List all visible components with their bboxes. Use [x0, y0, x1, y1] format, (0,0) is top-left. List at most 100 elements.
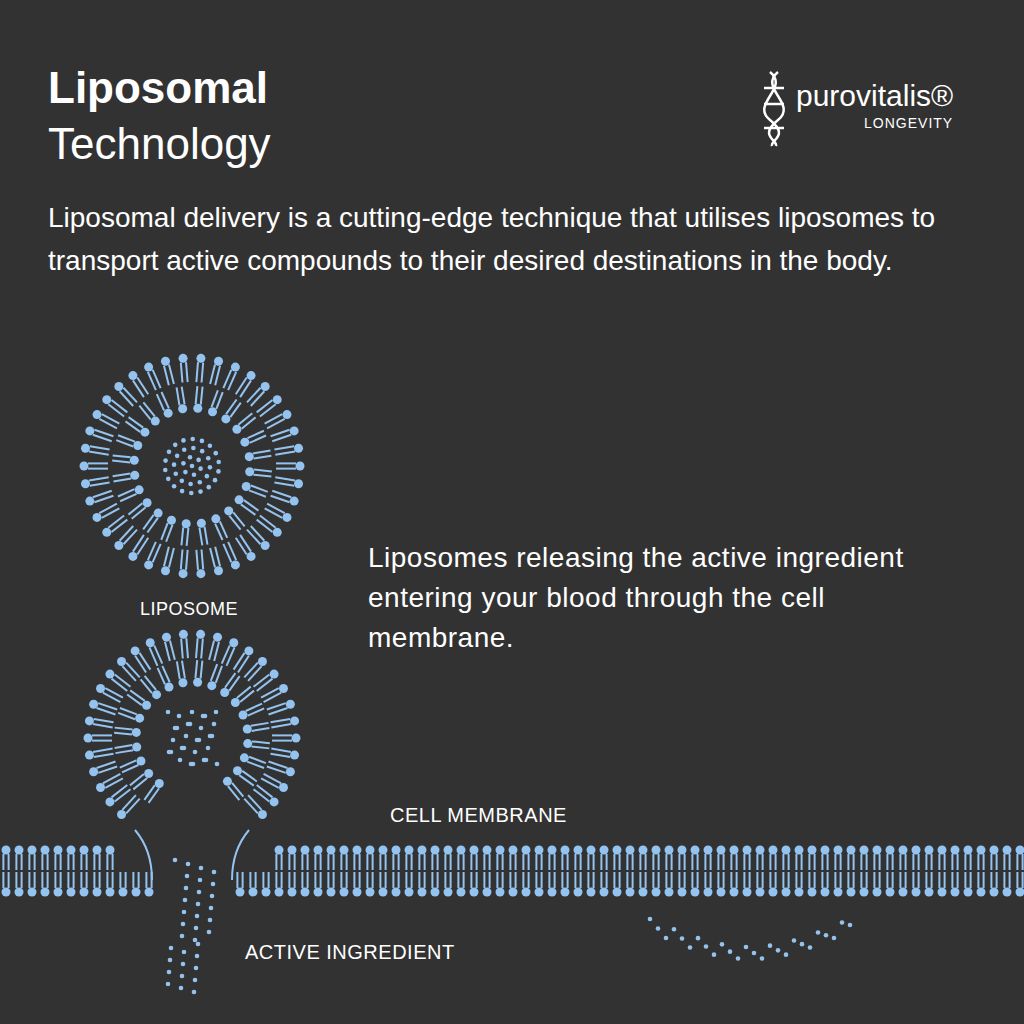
lipid-part — [261, 382, 270, 391]
lipid-part — [85, 751, 94, 760]
lipid-part — [528, 872, 530, 888]
lipid-part — [292, 734, 301, 743]
lipid-part — [925, 872, 927, 888]
lipid-part — [489, 854, 491, 870]
lipid-part — [172, 484, 177, 489]
lipid-part — [60, 854, 62, 870]
lipid-part — [776, 948, 781, 953]
lipid-part — [112, 520, 128, 532]
lipid-part — [180, 489, 185, 494]
lipid-part — [314, 888, 323, 897]
lipid-part — [977, 872, 979, 888]
lipid-part — [808, 854, 810, 870]
lipid-part — [184, 886, 189, 891]
lipid-part — [234, 653, 245, 670]
lipid-part — [626, 846, 635, 855]
lipid-part — [431, 872, 433, 888]
lipid-part — [126, 421, 141, 432]
lipid-part — [214, 710, 219, 715]
lipid-part — [541, 872, 543, 888]
lipid-part — [115, 728, 133, 730]
lipid-part — [123, 530, 137, 545]
lipid-part — [860, 854, 862, 870]
lipid-part — [236, 538, 247, 555]
lipid-part — [254, 789, 270, 801]
lipid-part — [957, 854, 959, 870]
lipid-part — [977, 854, 979, 870]
lipid-part — [925, 846, 934, 855]
lipid-part — [788, 854, 790, 870]
lipid-part — [832, 936, 837, 941]
lipid-part — [886, 872, 888, 888]
lipid-part — [680, 936, 685, 941]
lipid-part — [111, 785, 127, 797]
lipid-part — [223, 777, 232, 786]
lipid-part — [84, 734, 93, 743]
lipid-part — [122, 795, 136, 810]
lipid-part — [89, 451, 109, 454]
lipid-part — [73, 854, 75, 870]
lipid-part — [639, 854, 641, 870]
lipid-part — [115, 789, 131, 801]
lipid-part — [253, 451, 271, 454]
lipid-part — [717, 854, 719, 870]
lipid-part — [167, 970, 172, 975]
lipid-part — [301, 872, 303, 888]
lipid-part — [385, 854, 387, 870]
lipid-part — [243, 724, 252, 733]
lipid-part — [450, 872, 452, 888]
lipid-part — [94, 430, 113, 436]
lipid-part — [853, 854, 855, 870]
lipid-part — [227, 647, 235, 665]
lipid-part — [154, 509, 163, 518]
lipid-part — [267, 766, 286, 772]
lipid-part — [795, 888, 804, 897]
lipid-part — [165, 642, 170, 661]
part-label: LIPOSOME — [140, 598, 238, 620]
lipid-part — [249, 490, 266, 496]
lipid-part — [743, 846, 752, 855]
lipid-part — [93, 854, 95, 870]
lipid-part — [209, 906, 214, 911]
lipid-part — [424, 872, 426, 888]
lipid-part — [247, 431, 263, 438]
lipid-part — [272, 435, 291, 441]
lipid-part — [424, 854, 426, 870]
lipid-part — [470, 854, 472, 870]
part-label: ACTIVE INGREDIENT — [245, 940, 455, 964]
lipid-part — [279, 684, 288, 693]
lipid-part — [257, 520, 273, 532]
lipid-part — [561, 854, 563, 870]
lipid-part — [925, 854, 927, 870]
lipid-part — [54, 888, 63, 897]
lipid-part — [333, 854, 335, 870]
lipid-part — [261, 778, 279, 788]
lipid-part — [736, 956, 741, 961]
lipid-part — [172, 462, 177, 467]
lipid-part — [185, 874, 190, 879]
lipid-part — [186, 722, 191, 727]
lipid-part — [198, 466, 203, 471]
lipid-part — [1016, 872, 1018, 888]
lipid-part — [697, 854, 699, 870]
lipid-part — [760, 956, 765, 961]
lipid-part — [47, 872, 49, 888]
lipid-part — [210, 365, 215, 384]
lipid-part — [626, 854, 628, 870]
lipid-part — [340, 888, 349, 897]
lipid-part — [938, 872, 940, 888]
lipid-part — [195, 660, 197, 678]
lipid-part — [288, 888, 297, 897]
lipid-part — [132, 507, 146, 518]
lipid-part — [28, 872, 30, 888]
lipid-part — [359, 854, 361, 870]
lipid-part — [179, 630, 188, 639]
lipid-part — [133, 380, 144, 397]
lipid-part — [704, 944, 709, 949]
lipid-part — [275, 846, 284, 855]
lipid-part — [535, 854, 537, 870]
lipid-part — [261, 541, 270, 550]
lipid-part — [102, 414, 120, 424]
lipid-part — [294, 872, 296, 888]
lipid-part — [196, 362, 198, 382]
